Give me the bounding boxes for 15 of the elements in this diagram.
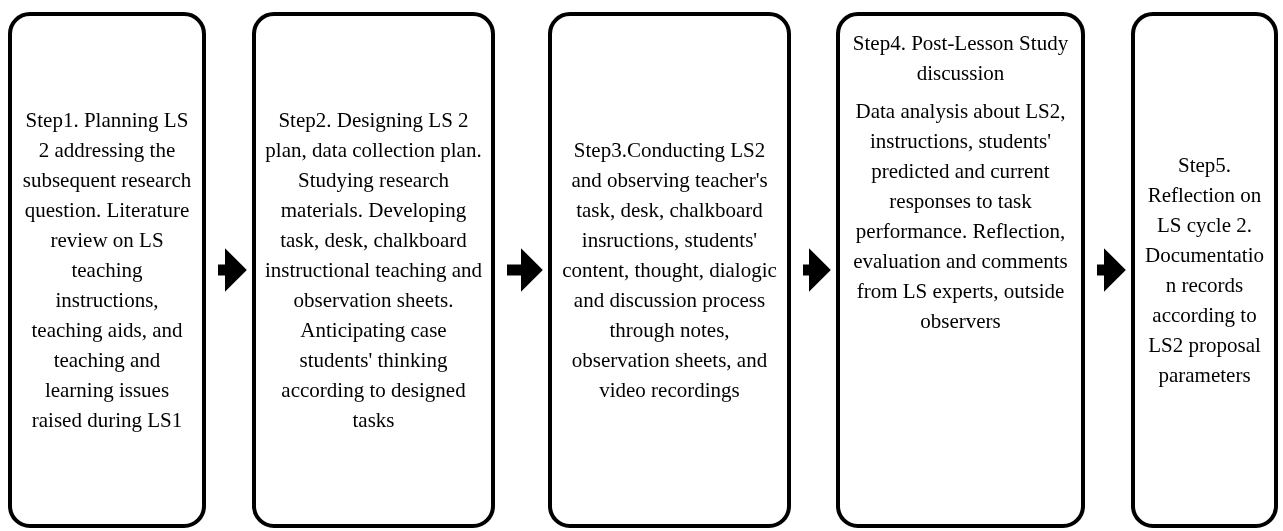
block-arrow <box>803 248 831 292</box>
step-text: Step2. Designing LS 2 plan, data collection plan. Studying research materials. Developing task, desk, chalkboard instructional teaching and observation sheets. Anticipating case students' thinking according to designed tasks <box>264 107 483 434</box>
step-text: Step5. Reflection on LS cycle 2. Documentation records according to LS2 proposal parameters <box>1144 152 1265 389</box>
block-arrow <box>507 248 543 292</box>
block-arrow <box>1097 248 1126 292</box>
step-box <box>836 12 1085 528</box>
step-text: Step1. Planning LS 2 addressing the subsequent research question. Literature review on LS teaching instructions, teaching aids, and teaching and learning issues raised during LS1 <box>21 107 193 434</box>
block-arrow <box>218 248 247 292</box>
step-box <box>548 12 791 528</box>
step-box <box>1131 12 1278 528</box>
step-text: Step3.Conducting LS2 and observing teacher's task, desk, chalkboard insructions, students' content, thought, dialogic and discussion process through notes, observation sheets, and video recordings <box>561 137 778 404</box>
step-box <box>8 12 206 528</box>
step-text: Data analysis about LS2, instructions, students' predicted and current responses to task performance. Reflection, evaluation and comments from LS experts, outside observers <box>852 98 1069 335</box>
step-heading: Step4. Post-Lesson Study discussion <box>851 30 1070 87</box>
step-box <box>252 12 495 528</box>
